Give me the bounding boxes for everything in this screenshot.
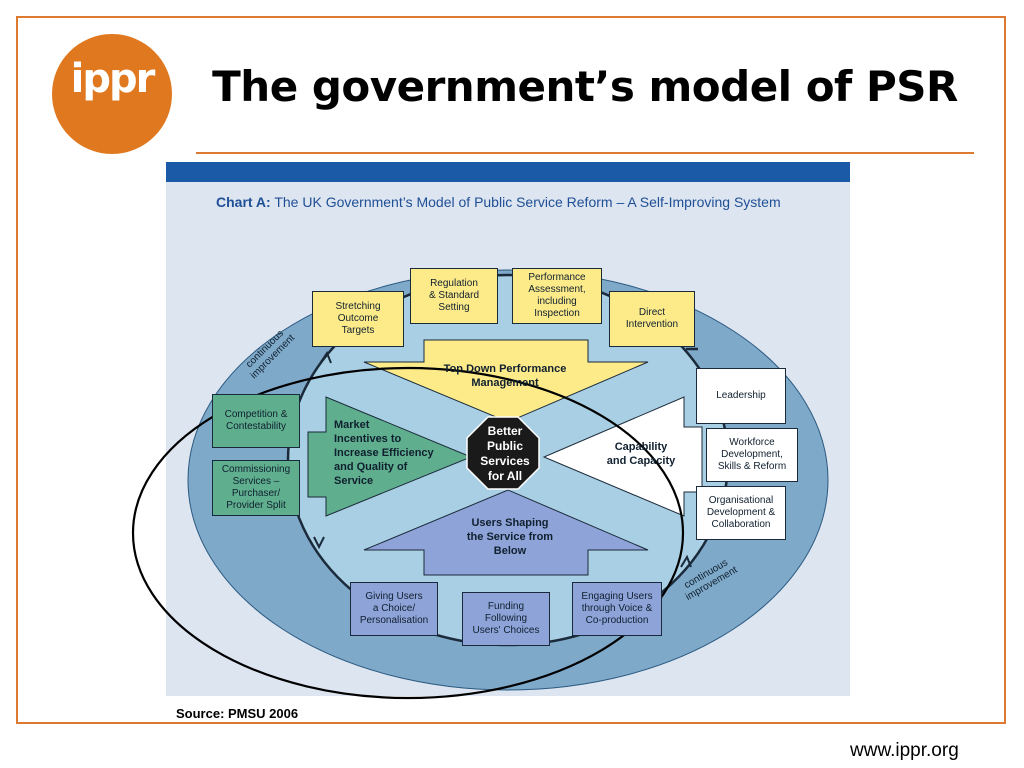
- slide-frame: [16, 16, 1006, 724]
- box-label: Performance Assessment, including Inspec…: [528, 272, 586, 319]
- chart-title: Chart A: The UK Government’s Model of Pu…: [216, 194, 781, 210]
- box-engaging-users: Engaging Users through Voice & Co-produc…: [572, 582, 662, 636]
- box-workforce-development: Workforce Development, Skills & Reform: [706, 428, 798, 482]
- box-competition-contestability: Competition & Contestability: [212, 394, 300, 448]
- box-performance-assessment: Performance Assessment, including Inspec…: [512, 268, 602, 324]
- box-funding-following-choices: Funding Following Users' Choices: [462, 592, 550, 646]
- chart-title-prefix: Chart A:: [216, 194, 271, 210]
- box-direct-intervention: Direct Intervention: [609, 291, 695, 347]
- top-arrow-label: Top Down Performance Management: [443, 363, 567, 389]
- box-organisational-development: Organisational Development & Collaborati…: [696, 486, 786, 540]
- box-label: Stretching Outcome Targets: [335, 301, 381, 336]
- logo-text: ippr: [70, 56, 156, 102]
- box-leadership: Leadership: [696, 368, 786, 424]
- left-arrow-label: Market Incentives to Increase Efficiency…: [334, 419, 434, 487]
- box-label: Funding Following Users' Choices: [472, 601, 540, 636]
- box-label: Competition & Contestability: [224, 409, 288, 432]
- box-stretching-outcome-targets: Stretching Outcome Targets: [312, 291, 404, 347]
- box-giving-users-choice: Giving Users a Choice/ Personalisation: [350, 582, 438, 636]
- loop-arrow-left: [320, 350, 332, 364]
- chart-title-text: The UK Government’s Model of Public Serv…: [274, 194, 781, 210]
- center-label: Better Public Services for All: [480, 424, 530, 483]
- chart-top-bar: [166, 162, 850, 182]
- box-label: Giving Users a Choice/ Personalisation: [359, 591, 429, 626]
- box-label: Organisational Development & Collaborati…: [706, 495, 776, 530]
- box-label: Engaging Users through Voice & Co-produc…: [581, 591, 653, 626]
- right-arrow-label: Capability and Capacity: [606, 441, 676, 467]
- source-note: Source: PMSU 2006: [176, 706, 299, 721]
- box-label: Workforce Development, Skills & Reform: [717, 437, 787, 472]
- bottom-arrow-label: Users Shaping the Service from Below: [466, 517, 554, 557]
- website-url[interactable]: www.ippr.org: [850, 740, 959, 761]
- box-regulation-standard-setting: Regulation & Standard Setting: [410, 268, 498, 324]
- title-divider: [196, 152, 974, 154]
- box-commissioning-services: Commissioning Services – Purchaser/ Prov…: [212, 460, 300, 516]
- slide-title: The government’s model of PSR: [212, 62, 958, 111]
- box-label: Direct Intervention: [625, 307, 679, 330]
- box-label: Regulation & Standard Setting: [428, 278, 480, 313]
- box-label: Commissioning Services – Purchaser/ Prov…: [221, 464, 291, 511]
- ippr-logo: ippr: [52, 34, 172, 154]
- box-label: Leadership: [716, 390, 766, 401]
